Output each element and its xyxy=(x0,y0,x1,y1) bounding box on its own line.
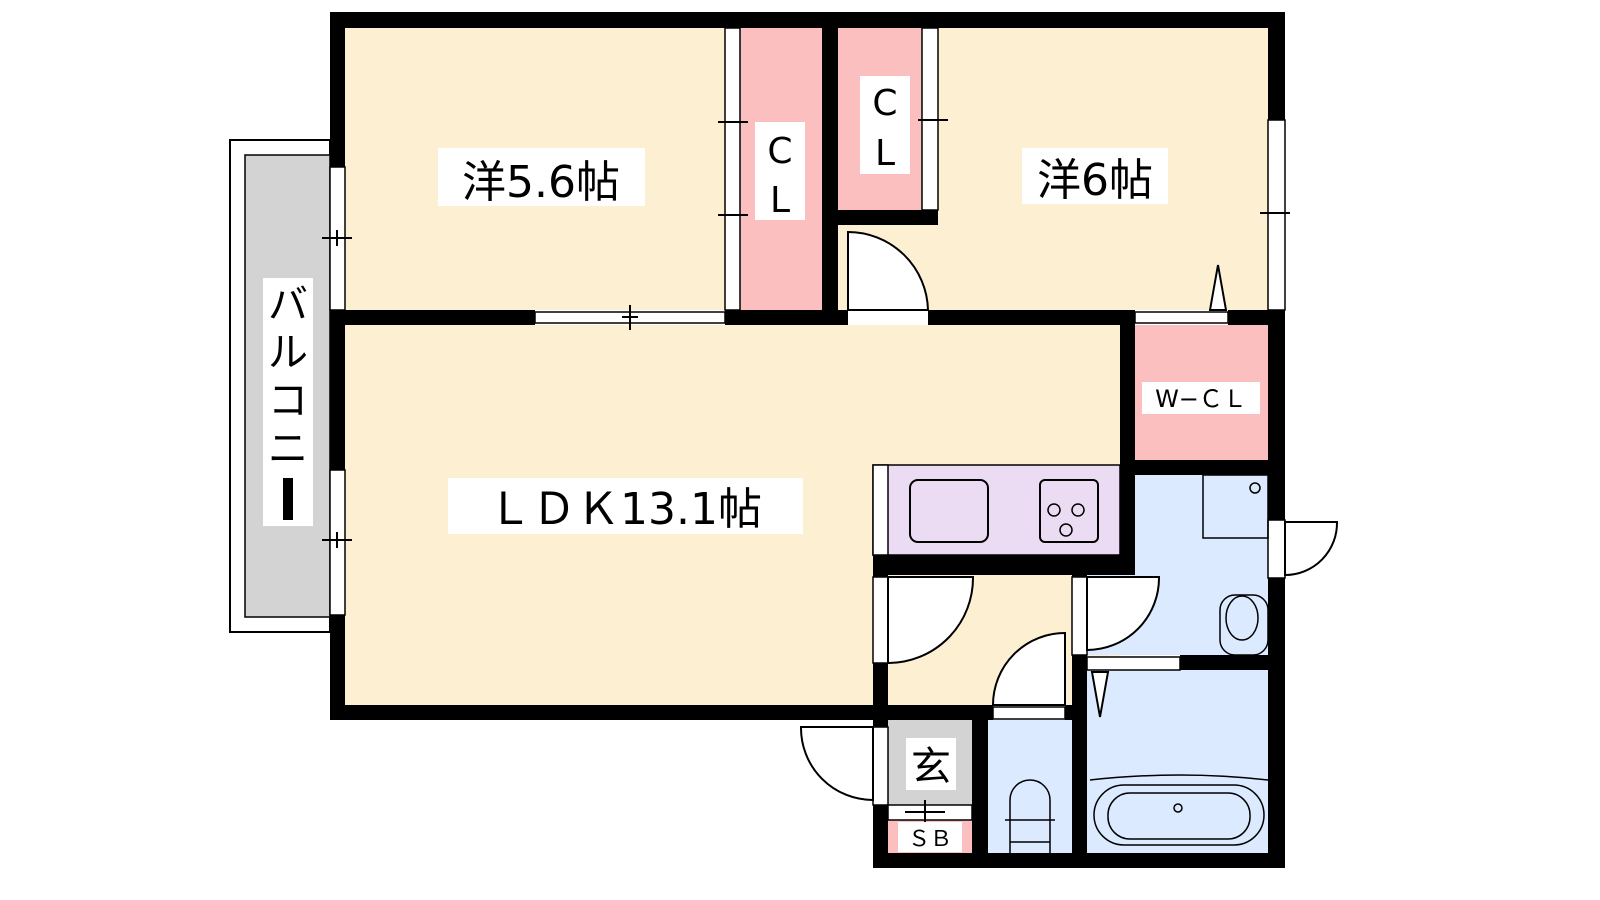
window-marks xyxy=(322,119,1290,825)
label-bg xyxy=(438,148,645,206)
label-bg xyxy=(860,76,910,174)
closet-2-label-c: C xyxy=(872,83,897,124)
label-bg xyxy=(448,478,803,534)
label-bg xyxy=(906,738,956,790)
kitchen-fixtures xyxy=(909,479,1099,543)
stove-icon xyxy=(1039,479,1099,543)
closet-2-label-l: L xyxy=(875,133,895,174)
doors xyxy=(799,230,1339,802)
bathtub-icon xyxy=(1093,784,1265,846)
balcony-label-char: コ xyxy=(268,378,308,424)
western-room-1-label: 洋5.6帖 xyxy=(462,157,620,208)
label-bg xyxy=(898,822,962,852)
walk-in-closet-label: W−ＣＬ xyxy=(1155,385,1247,413)
closet-1-label-l: L xyxy=(770,180,790,221)
western-room-2-label: 洋6帖 xyxy=(1037,155,1153,206)
toilet-room xyxy=(988,720,1072,853)
shoe-box-label: ＳＢ xyxy=(908,827,952,852)
sink-icon xyxy=(909,479,989,543)
balcony-label-char: ニ xyxy=(268,426,308,472)
label-bg xyxy=(755,122,805,220)
balcony-label-dash xyxy=(283,478,293,520)
entrance-label: 玄 xyxy=(911,744,951,790)
balcony-label-char: ル xyxy=(268,330,308,376)
balcony-label-char-hidden: ー xyxy=(0,0,1,1)
washing-machine-icon xyxy=(1202,474,1269,539)
label-bg xyxy=(1022,148,1168,204)
closet-1-label-c: C xyxy=(767,131,792,172)
washbasin-icon xyxy=(1219,594,1269,656)
ldk-label: ＬＤＫ13.1帖 xyxy=(488,484,762,535)
windows xyxy=(329,27,1286,821)
balcony-label-char: バ xyxy=(268,282,308,328)
balcony-label: バ ル コ ニ ー xyxy=(0,0,308,520)
washroom-fixtures xyxy=(1005,474,1269,853)
washroom xyxy=(1135,475,1268,655)
bathroom xyxy=(1087,670,1268,853)
label-bg xyxy=(1142,382,1260,414)
toilet-icon xyxy=(1005,779,1055,853)
